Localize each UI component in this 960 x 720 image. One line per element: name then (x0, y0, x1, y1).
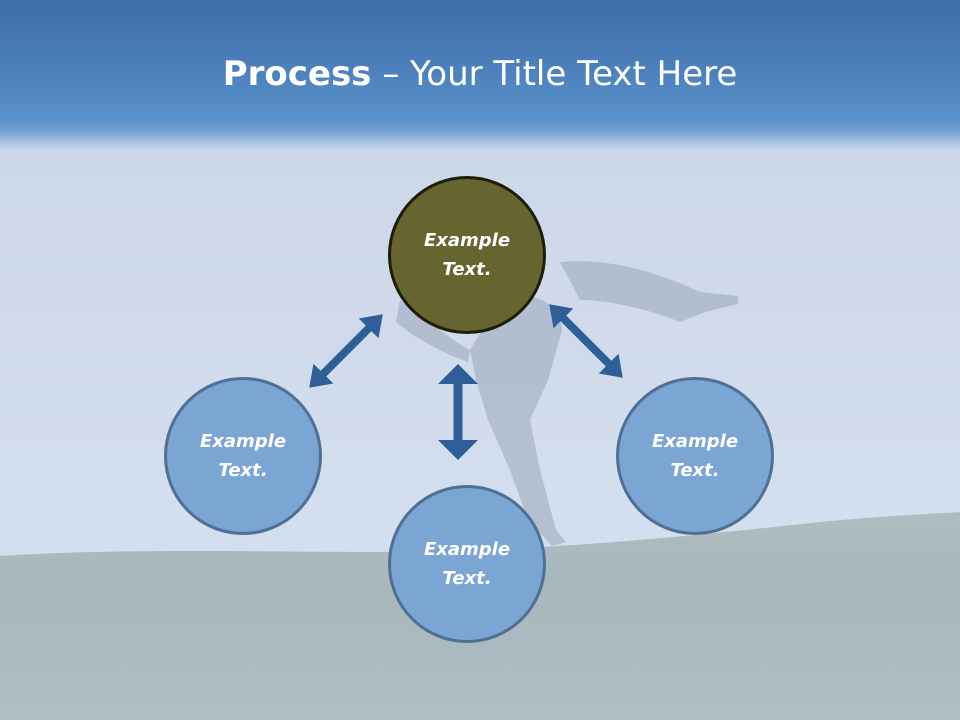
center-node: Example Text. (388, 176, 546, 334)
double-arrow-vertical (438, 364, 478, 460)
left-node-text: Example Text. (199, 431, 287, 481)
bottom-node-text: Example Text. (423, 539, 511, 589)
left-node: Example Text. (164, 377, 322, 535)
right-node-text: Example Text. (651, 431, 739, 481)
title-bold: Process (222, 54, 372, 94)
title-rest: – Your Title Text Here (371, 54, 738, 94)
center-node-text: Example Text. (423, 230, 511, 280)
right-node: Example Text. (616, 377, 774, 535)
page-title: Process – Your Title Text Here (0, 52, 960, 96)
double-arrow-right (549, 304, 623, 378)
bottom-node: Example Text. (388, 485, 546, 643)
title-bar (0, 0, 960, 150)
double-arrow-left (309, 314, 383, 388)
